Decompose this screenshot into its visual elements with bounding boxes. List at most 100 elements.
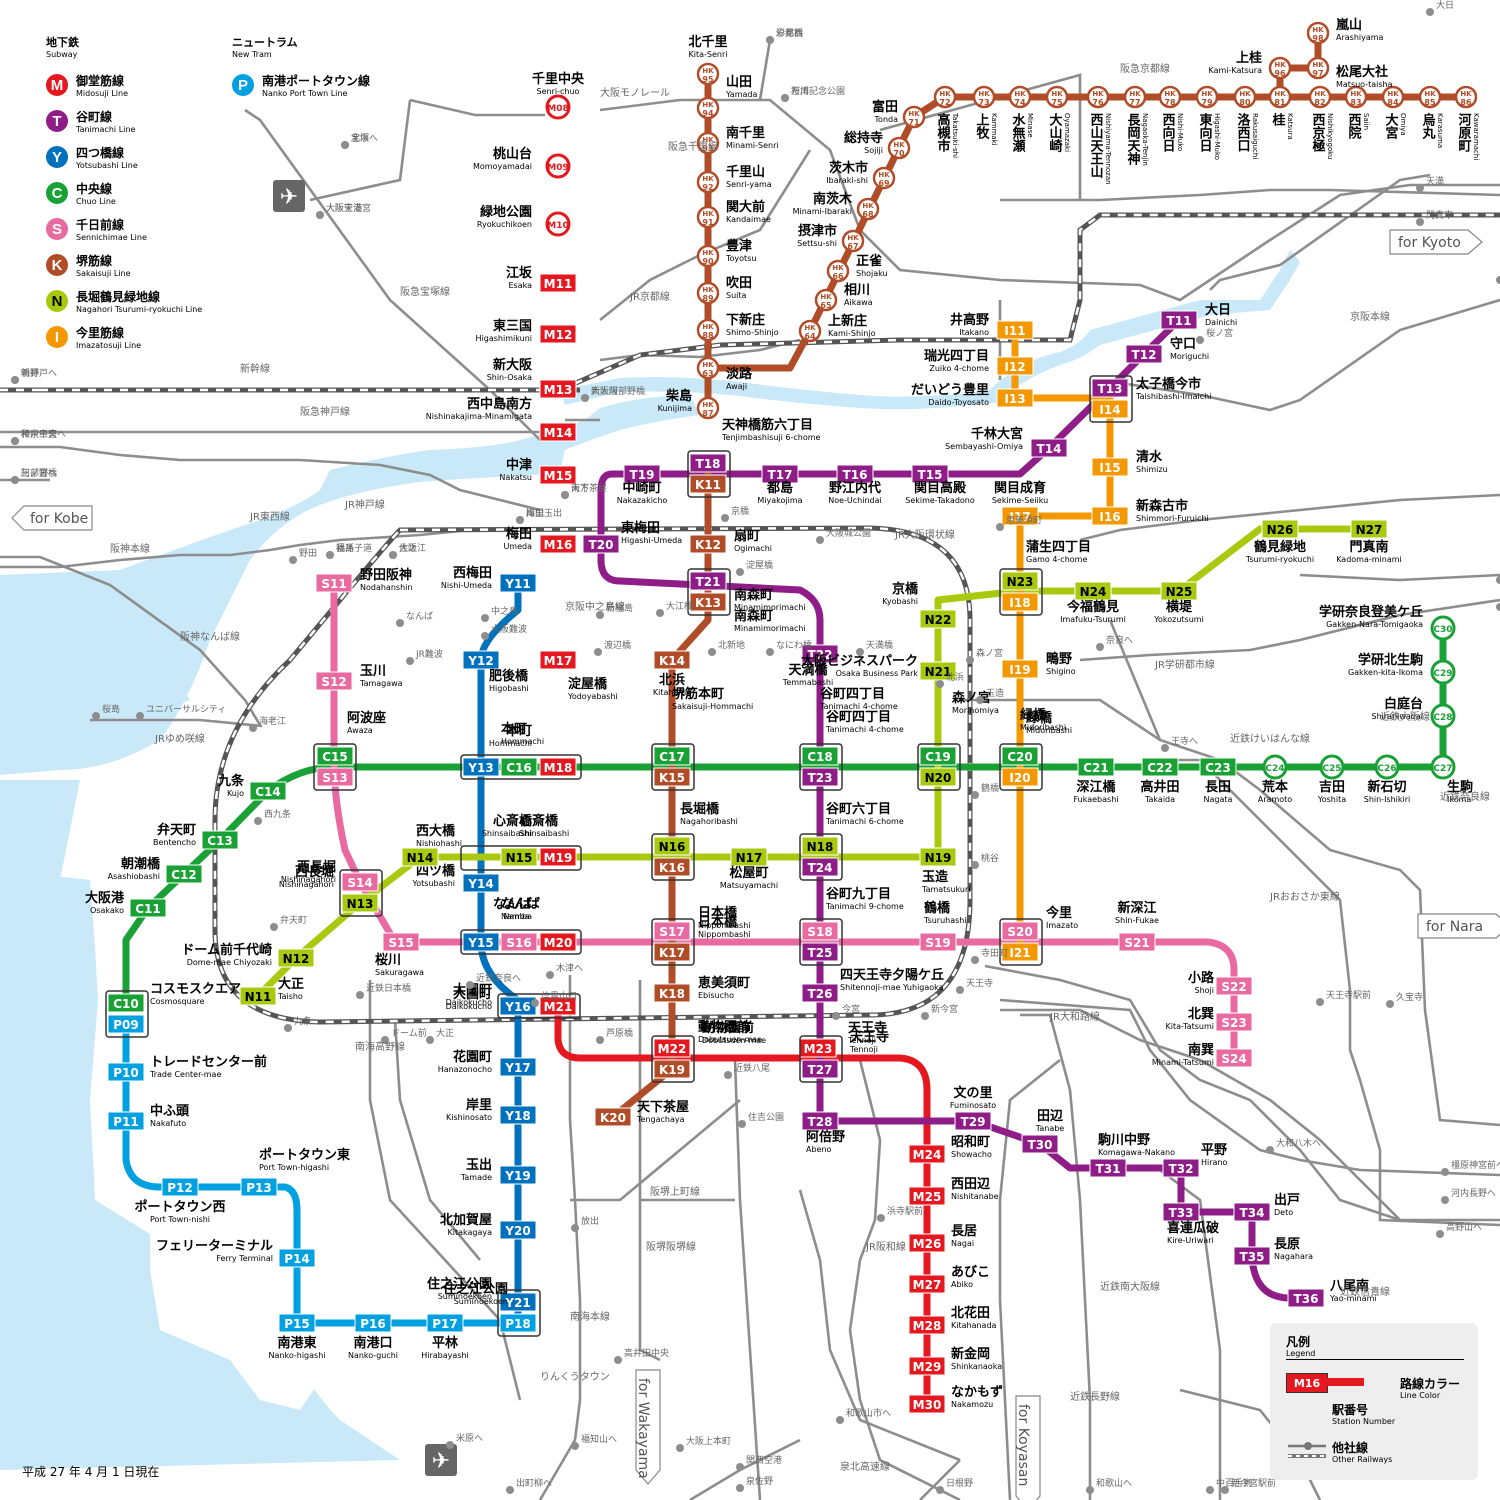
station-code: 69 [878, 179, 890, 188]
other-railway-line [733, 1059, 762, 1500]
station-name-en: Fuminosato [950, 1101, 996, 1110]
station-name: 吹田 [726, 275, 752, 291]
station-marker [653, 746, 691, 766]
other-station: 近鉄奈良へ [466, 972, 521, 989]
other-station-marker [1266, 1146, 1274, 1154]
other-railway-line [1099, 298, 1500, 412]
route-I [1011, 326, 1114, 956]
other-line-name: 阪神本線 [110, 542, 150, 555]
other-station-marker [766, 648, 774, 656]
station-code: I20 [1009, 771, 1030, 785]
other-station-marker [1496, 276, 1500, 284]
station-marker [696, 396, 720, 420]
station-marker [1344, 85, 1368, 109]
station-marker [239, 986, 277, 1006]
station-code: Y17 [504, 1061, 530, 1075]
station-marker [801, 1111, 839, 1131]
station-marker [801, 767, 839, 787]
transfer-frame [687, 450, 731, 498]
other-railway-line [0, 445, 541, 512]
other-station-name: 中之島 [491, 605, 518, 617]
other-station-name: 桜島 [102, 703, 120, 715]
station-name-en: Nakamozu [951, 1400, 993, 1409]
airport-icon-bg [425, 1444, 457, 1476]
other-station: 大日 [1426, 0, 1454, 16]
station-code: 75 [1051, 98, 1063, 107]
other-station-name: 岸里玉出 [526, 507, 562, 519]
other-station-name: 住之江 [399, 542, 426, 554]
station-name: 河原町 [1456, 112, 1472, 153]
station-name-en: Morinomiya [952, 706, 999, 715]
station-name-en: Kitahanada [951, 1321, 997, 1330]
transfer-frame [339, 869, 383, 917]
station-name-en: Ogimachi [734, 544, 772, 553]
station-name-en: Sakuragawa [375, 968, 424, 977]
station-marker [919, 609, 957, 629]
station-marker [1215, 976, 1253, 996]
other-station-marker [254, 817, 262, 825]
other-station-name: 新今宮駅前 [1231, 1477, 1276, 1489]
station-code-prefix: HK [1312, 26, 1324, 34]
other-station: 久宝寺 [1386, 991, 1423, 1008]
station-code: S15 [388, 936, 413, 950]
other-line-name: JR大和路線 [1049, 1010, 1100, 1023]
other-station-name: 大和八木へ [1276, 1137, 1321, 1149]
station-marker [919, 746, 957, 766]
station-name-en: Yodoyabashi [567, 692, 618, 701]
other-railway-line [689, 1438, 801, 1500]
station-name-en: Nishinagahori [281, 875, 336, 884]
other-line-name: JRゆめ咲線 [154, 732, 205, 745]
station-marker [1308, 85, 1332, 109]
station-code: C28 [1433, 713, 1452, 723]
other-station: 中之島 [481, 605, 518, 622]
other-station-marker [971, 956, 979, 964]
other-railway-line [1209, 173, 1431, 291]
station-n16: N16 [653, 836, 691, 856]
other-station-marker [724, 1071, 732, 1079]
other-railway-line [538, 975, 582, 1500]
station-code: M13 [544, 383, 573, 397]
other-station-marker [816, 536, 824, 544]
station-marker [1001, 571, 1039, 591]
station-name: 柴島 [665, 388, 692, 404]
station-name-en: Kishinosato [446, 1113, 492, 1122]
line-name-en: Midosuji Line [76, 89, 128, 98]
station-code: 81 [1274, 98, 1286, 107]
other-station-name: 万博記念公園 [791, 85, 845, 97]
station-name: 野田阪神 [360, 567, 412, 583]
station-marker [107, 1014, 145, 1034]
other-station-marker [481, 614, 489, 622]
other-railway-line [998, 1058, 1061, 1500]
station-marker [539, 650, 577, 670]
station-marker [841, 229, 865, 253]
station-name-en: Shoji [1195, 986, 1215, 995]
station-name: 富田 [872, 99, 898, 115]
station-name-en: Namba [501, 912, 530, 921]
other-station-marker [856, 648, 864, 656]
other-station: 今宮 [832, 1003, 860, 1020]
tram-legend: ニュートラム New Tram P 南港ポートタウン線 Nanko Port T… [232, 34, 370, 103]
station-name-en: Osakako [90, 906, 124, 915]
other-line-name: 大阪モノレール [600, 86, 670, 99]
station-code: S23 [1221, 1016, 1246, 1030]
other-station-marker [1416, 184, 1424, 192]
station-name: 学研奈良登美ケ丘 [1319, 604, 1423, 620]
station-code: C13 [207, 834, 233, 848]
bay-north-shore [0, 578, 190, 770]
station-marker [315, 573, 353, 593]
other-station-marker [270, 923, 278, 931]
station-name-en: Kandaimae [726, 215, 771, 224]
station-code-prefix: HK [702, 249, 714, 257]
station-marker [1045, 85, 1069, 109]
station-code: C12 [171, 868, 197, 882]
station-name: 相川 [844, 282, 870, 298]
